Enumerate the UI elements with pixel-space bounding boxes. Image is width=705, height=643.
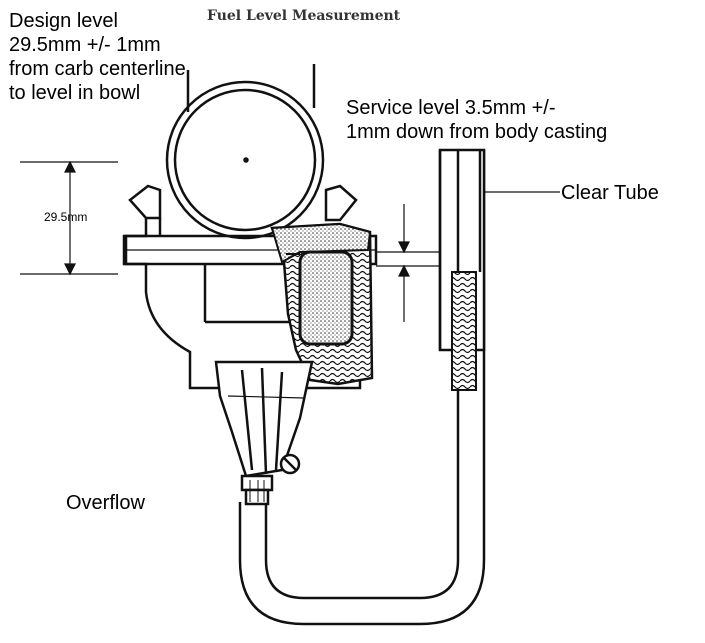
float-bowl: [270, 222, 374, 386]
overflow-label: Overflow: [66, 492, 145, 514]
service-level-label: Service level 3.5mm +/- 1mm down from bo…: [346, 96, 607, 144]
service-level-marker: [376, 204, 440, 322]
clear-tube-label: Clear Tube: [561, 182, 659, 204]
design-level-line-1: Design level: [9, 10, 118, 32]
design-level-line-4: to level in bowl: [9, 82, 141, 104]
body-casting: [122, 184, 378, 390]
design-level-label: Design level 29.5mm +/- 1mm from carb ce…: [9, 9, 186, 105]
jet-assembly: [214, 360, 314, 506]
design-level-line-3: from carb centerline: [9, 58, 186, 80]
piston-dome: [165, 64, 325, 240]
dimension-label: 29.5mm: [44, 210, 88, 224]
dimension-29-5mm: [20, 160, 118, 276]
diagram-title: Fuel Level Measurement: [207, 8, 401, 24]
service-level-line-2: 1mm down from body casting: [346, 121, 608, 143]
service-level-line-1: Service level 3.5mm +/-: [346, 97, 556, 119]
clear-tube: [238, 148, 560, 626]
design-level-line-2: 29.5mm +/- 1mm: [9, 34, 161, 56]
